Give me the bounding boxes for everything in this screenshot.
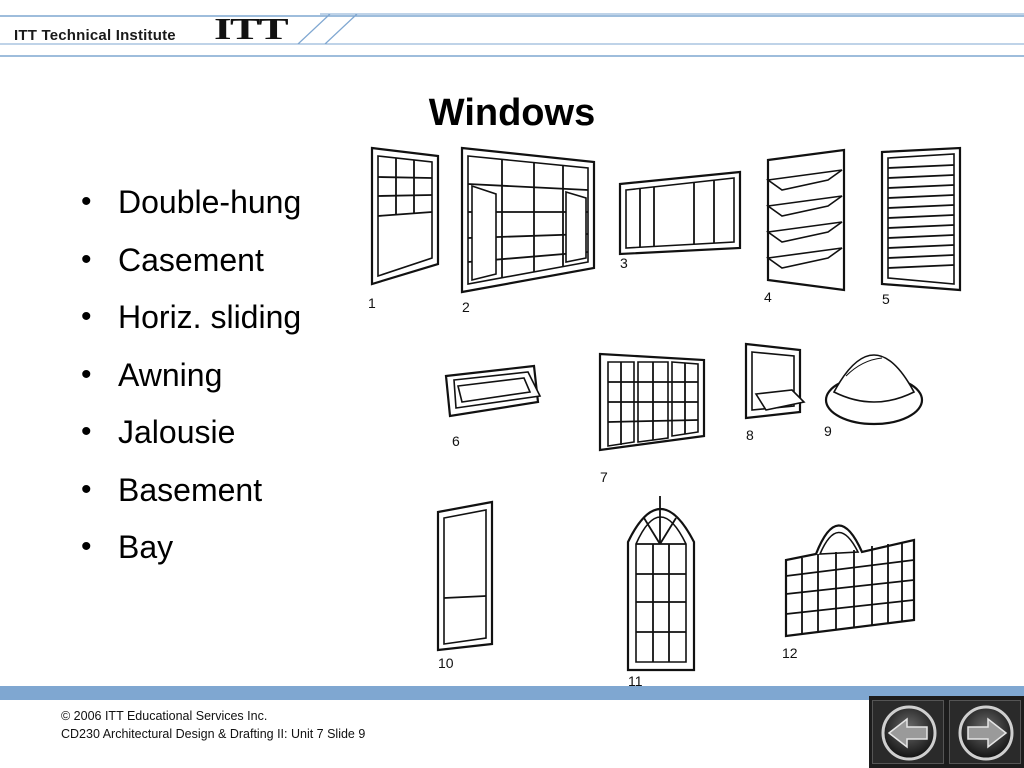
- previous-slide-button[interactable]: [872, 700, 944, 764]
- bullet-text: Casement: [118, 241, 264, 278]
- window-awning-stack-drawing: [765, 148, 846, 292]
- bullet-text: Bay: [118, 529, 174, 565]
- window-fixed-tall-drawing: [436, 500, 494, 652]
- bullet-item: • Double-hung: [78, 180, 301, 238]
- bullet-text: Awning: [118, 356, 223, 393]
- window-arched-drawing: [626, 496, 696, 672]
- slide-title: Windows: [428, 92, 596, 134]
- bullet-item: • Casement: [78, 238, 301, 296]
- figure-label-8: 8: [746, 427, 754, 443]
- bullet-item: • Horiz. sliding: [78, 295, 301, 353]
- bullet-icon: •: [81, 185, 92, 218]
- arrow-left-icon: [881, 705, 937, 761]
- bullet-item: • Bay: [78, 525, 301, 583]
- figure-label-2: 2: [462, 299, 470, 315]
- window-bay-drawing: [598, 352, 706, 452]
- bullet-item: • Awning: [78, 353, 301, 411]
- bullet-text: Horiz. sliding: [118, 299, 302, 335]
- figure-label-4: 4: [764, 289, 772, 305]
- window-jalousie-drawing: [880, 146, 962, 292]
- window-palladian-drawing: [784, 524, 916, 638]
- window-types-illustration: 1 2 3 4 5 6 7 8 9 10 11 12: [358, 140, 974, 690]
- footer-bar: [0, 686, 1024, 700]
- window-awning-small-drawing: [744, 342, 806, 420]
- slide-navigation: [869, 696, 1024, 768]
- window-casement-drawing: [460, 146, 596, 294]
- window-skylight-dome-drawing: [824, 354, 924, 426]
- window-basement-drawing: [444, 364, 542, 418]
- footer-text: © 2006 ITT Educational Services Inc. CD2…: [61, 707, 365, 743]
- bullet-item: • Basement: [78, 468, 301, 526]
- next-slide-button[interactable]: [949, 700, 1021, 764]
- bullet-icon: •: [81, 242, 92, 276]
- figure-label-7: 7: [600, 469, 608, 485]
- figure-label-12: 12: [782, 645, 798, 661]
- window-horizontal-sliding-drawing: [618, 170, 742, 256]
- arrow-right-icon: [958, 705, 1014, 761]
- figure-label-10: 10: [438, 655, 454, 671]
- bullet-icon: •: [81, 300, 92, 333]
- bullet-list: • Double-hung • Casement • Horiz. sliding •…: [78, 180, 301, 583]
- footer-copyright: © 2006 ITT Educational Services Inc.: [61, 709, 268, 723]
- slide-header: ITT Technical Institute ITT: [0, 0, 1024, 60]
- window-double-hung-drawing: [370, 146, 440, 286]
- header-lines: [0, 13, 1024, 57]
- bullet-item: • Jalousie: [78, 410, 301, 468]
- brand-logo: ITT: [214, 11, 289, 46]
- bullet-text: Jalousie: [118, 414, 236, 450]
- bullet-icon: •: [81, 472, 92, 506]
- footer-course: CD230 Architectural Design & Drafting II…: [61, 727, 366, 741]
- bullet-icon: •: [81, 530, 92, 563]
- bullet-text: Basement: [118, 471, 263, 508]
- figure-label-9: 9: [824, 423, 832, 439]
- bullet-text: Double-hung: [118, 184, 302, 220]
- figure-label-3: 3: [620, 255, 628, 271]
- figure-label-1: 1: [368, 295, 376, 311]
- brand-name: ITT Technical Institute: [14, 27, 176, 44]
- bullet-icon: •: [81, 357, 92, 391]
- bullet-icon: •: [81, 415, 92, 448]
- figure-label-11: 11: [628, 673, 643, 689]
- figure-label-5: 5: [882, 291, 890, 307]
- figure-label-6: 6: [452, 433, 460, 449]
